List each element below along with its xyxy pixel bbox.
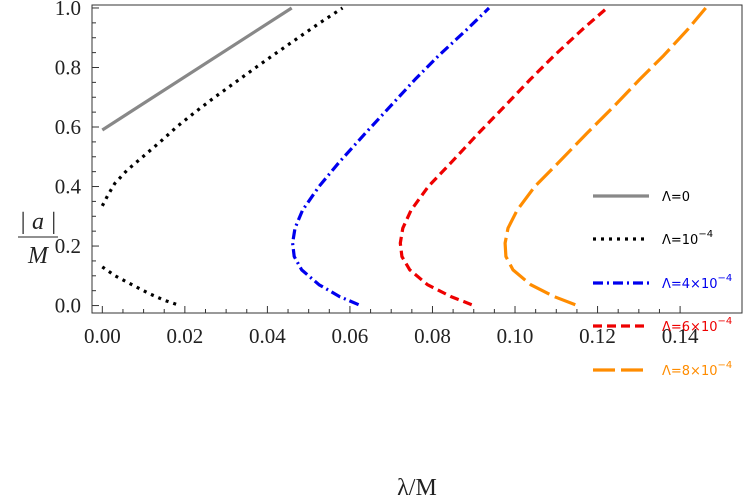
x-tick-label: 0.06 (332, 324, 369, 348)
curves (100, 6, 707, 307)
y-tick-label: 0.6 (55, 115, 81, 139)
legend: Λ=0Λ=10−4Λ=4×10−4Λ=6×10−4Λ=8×10−4 (593, 190, 732, 379)
x-tick-label: 0.14 (662, 324, 699, 348)
x-axis-title: λ/M (397, 475, 437, 501)
ticks: 0.00 0.02 0.04 0.06 0.08 0.10 0.12 0.14 0.0 0.2 0.… (55, 0, 699, 348)
legend-entry-4: Λ=8×10−4 (662, 360, 732, 379)
plot-frame (91, 4, 743, 314)
x-tick-label: 0.10 (497, 324, 534, 348)
y-axis-title-denominator: M (27, 243, 50, 269)
series-line-1-segment-1 (101, 265, 178, 307)
legend-entry-0: Λ=0 (662, 190, 690, 205)
series-line-4-segment-0 (503, 6, 707, 307)
legend-entry-1: Λ=10−4 (662, 229, 713, 248)
series-line-2-segment-0 (291, 6, 491, 307)
y-tick-label: 1.0 (55, 0, 81, 20)
x-tick-label: 0.12 (579, 324, 616, 348)
series-line-3-segment-0 (398, 6, 609, 307)
y-tick-label: 0.4 (55, 175, 82, 199)
y-tick-label: 0.0 (55, 294, 81, 318)
x-tick-label: 0.02 (166, 324, 203, 348)
series-line-0-segment-0 (101, 6, 293, 132)
legend-entry-2: Λ=4×10−4 (662, 273, 732, 292)
x-tick-label: 0.04 (249, 324, 286, 348)
x-tick-label: 0.08 (414, 324, 451, 348)
y-axis-title: | a | M (18, 209, 58, 269)
y-tick-label: 0.8 (55, 55, 81, 79)
y-tick-label: 0.2 (55, 234, 81, 258)
y-axis-title-numerator: | a | (19, 209, 56, 235)
legend-entry-3: Λ=6×10−4 (662, 316, 732, 335)
x-tick-label: 0.00 (84, 324, 121, 348)
